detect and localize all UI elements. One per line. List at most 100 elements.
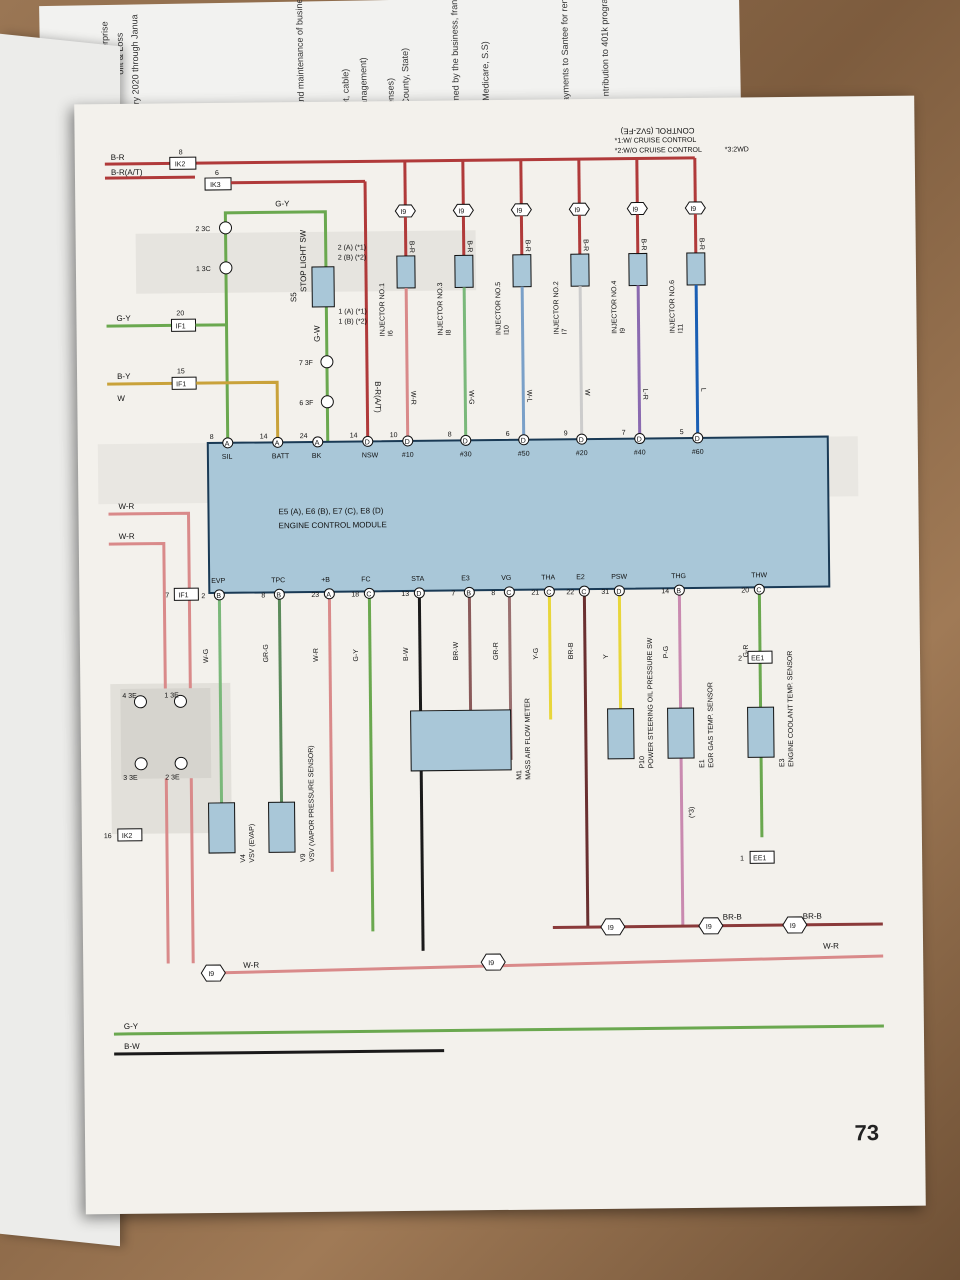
- engine-control-module: [206, 435, 831, 595]
- wire-injector-signal: [694, 284, 700, 438]
- injector-coil: [512, 254, 532, 288]
- ecm-pin: [503, 586, 515, 598]
- wire-b-r-at-run: [231, 179, 366, 185]
- component-name: EGR GAS TEMP. SENSOR: [707, 682, 715, 768]
- ecm-pin-number: 18: [351, 591, 359, 598]
- ecm-pin: [362, 435, 374, 447]
- ecm-pin-name: VG: [501, 575, 511, 582]
- ecm-pin-conn: A: [315, 440, 320, 447]
- wiring-diagram: CONTROL (5VZ-FE) *1:W/ CRUISE CONTROL *2…: [97, 126, 884, 1056]
- ecm-pin: [402, 435, 414, 447]
- wire-label: W-R: [823, 941, 839, 950]
- wire-g-y-bottom: [113, 1024, 884, 1036]
- junction-3f: [320, 395, 334, 409]
- connector-label: IK2: [175, 161, 186, 168]
- ecm-pin-conn: C: [546, 589, 551, 596]
- component-code: V9: [300, 853, 307, 862]
- ground-junction-i9: [698, 917, 724, 935]
- connector-label: IF1: [176, 323, 186, 330]
- junction-label: 2 3E: [165, 774, 180, 781]
- ecm-pin-number: 24: [300, 433, 308, 440]
- component-name: POWER STEERING OIL PRESSURE SW: [647, 637, 655, 768]
- junction-i9: [452, 203, 474, 217]
- ecm-pin-number: 14: [661, 588, 669, 595]
- ecm-pin-number: 8: [491, 590, 495, 597]
- junction-label: I9: [632, 207, 638, 214]
- sheet-line: anagement): [358, 57, 369, 106]
- component-body: [268, 801, 296, 853]
- junction-3e: [173, 694, 187, 708]
- ecm-pin-conn: A: [326, 592, 331, 599]
- injector-name: INJECTOR NO.1: [379, 283, 387, 336]
- ecm-pin-number: 13: [401, 591, 409, 598]
- ecm-pin: [460, 434, 472, 446]
- junction-label: I9: [400, 209, 406, 216]
- wire-label: BR-B: [568, 642, 575, 659]
- wire-b-r-supply: [403, 160, 407, 211]
- ecm-pin-conn: D: [365, 439, 370, 446]
- wire-label: W-G: [203, 649, 210, 663]
- ground-junction-i9: [600, 918, 626, 936]
- connector-ee1: [749, 850, 775, 864]
- ecm-pin: [613, 585, 625, 597]
- connector-label: IF1: [176, 381, 186, 388]
- wire-label: G-W: [313, 325, 322, 342]
- component-name: MASS AIR FLOW METER: [524, 698, 532, 780]
- wire-label: BR-B: [803, 912, 822, 921]
- wire-label: W-R: [118, 502, 134, 511]
- ecm-pin-number: 14: [350, 432, 358, 439]
- ecm-pin-number: 10: [390, 432, 398, 439]
- injector-coil: [686, 252, 706, 286]
- injector-code: I11: [678, 324, 685, 333]
- ecm-pin-name: THA: [541, 574, 555, 581]
- ecm-pin-name: #10: [402, 452, 414, 459]
- wire-label: G-R: [743, 645, 750, 658]
- wire-label: BR-W: [453, 641, 460, 660]
- injector-name: INJECTOR NO.2: [553, 281, 561, 334]
- wire-b-y-run: [196, 380, 280, 443]
- sheet-line: - Medicare, S.S): [479, 41, 491, 107]
- wire-label: B-R(A/T): [373, 381, 382, 413]
- injector-name: INJECTOR NO.5: [495, 282, 503, 335]
- wire-label: B-R: [408, 241, 415, 253]
- ecm-pin: [543, 585, 555, 597]
- junction-label: I9: [706, 924, 712, 931]
- connector-ik2-top: [169, 156, 197, 170]
- sheet-line: ayments to Santee for rent con: [558, 0, 571, 103]
- ecm-pin-name: #40: [634, 449, 646, 456]
- sheet-line: uary 2020 through Janua: [129, 14, 141, 115]
- junction-label: 6 3F: [299, 400, 313, 407]
- wire-label: B-R: [111, 153, 125, 162]
- wire-b-w-bottom: [114, 1049, 445, 1056]
- ecm-pin-name: TPC: [271, 577, 285, 584]
- ecm-pin-name: #30: [460, 451, 472, 458]
- ecm-pin-name: #60: [692, 449, 704, 456]
- ecm-pin: [312, 436, 324, 448]
- wire-b-r-at: [104, 175, 195, 180]
- switch-code: S5: [289, 292, 298, 302]
- ecm-connectors: E5 (A), E6 (B), E7 (C), E8 (D): [278, 506, 383, 516]
- connector-pin: 6: [215, 170, 219, 177]
- ecm-pin: [272, 436, 284, 448]
- wire-b-r-supply: [519, 159, 523, 210]
- wire-injector-signal: [520, 286, 526, 440]
- sheet-line: ntribution to 401k program): [598, 0, 611, 97]
- connector-ik2-16: [117, 828, 143, 842]
- junction-i9: [568, 202, 590, 216]
- injector-coil: [628, 252, 648, 287]
- ecm-pin-conn: A: [225, 441, 230, 448]
- wire-label: BR-B: [723, 912, 742, 921]
- ecm-pin-conn: D: [579, 437, 584, 444]
- ecm-pin: [578, 585, 590, 597]
- wire-g-y-left: [106, 323, 172, 328]
- wire-ecm-output: [547, 589, 553, 720]
- stop-light-switch: [311, 266, 335, 308]
- ecm-pin-name: STA: [411, 576, 424, 583]
- legend-line-3: *3:2WD: [725, 146, 749, 153]
- wire-label: W-R: [119, 532, 135, 541]
- ecm-pin-name: E3: [461, 575, 470, 582]
- connector-ee1: [747, 650, 773, 664]
- ecm-pin-number: 14: [260, 433, 268, 440]
- wire-label: G-Y: [353, 649, 360, 662]
- wire-injector-signal: [578, 286, 584, 440]
